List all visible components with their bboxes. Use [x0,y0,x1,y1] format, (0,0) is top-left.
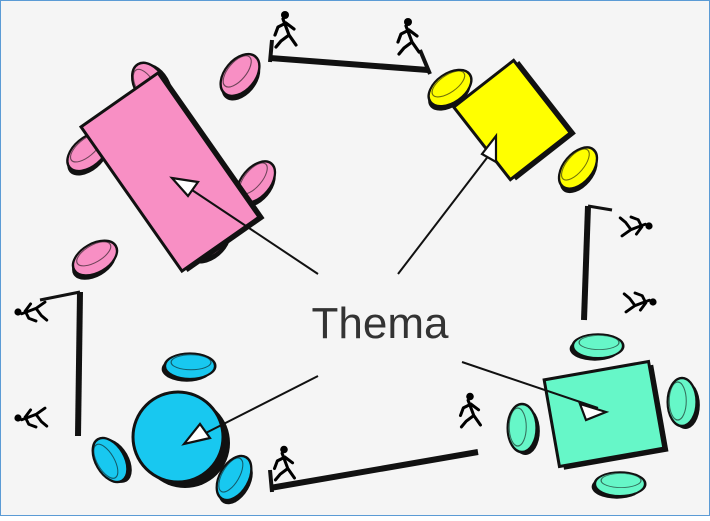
arrowhead-icon [480,132,498,164]
arrowhead-icon [578,402,610,422]
walk-path-top [268,9,432,75]
arrows [169,132,610,446]
pink-table-group [56,45,287,289]
center-label: Thema [312,299,449,348]
arrow-to-pink [179,181,319,275]
arrow-to-cyan [191,375,319,441]
arrow-to-yellow [397,145,497,275]
walk-path-left [12,290,83,437]
yellow-table [451,58,576,182]
arrowhead-icon [181,422,212,446]
arrowhead-icon [169,176,200,198]
pink-table [78,70,265,274]
mint-table-group [506,332,702,501]
yellow-table-group [418,58,609,202]
arrow-to-mint [461,361,599,409]
mint-table [542,359,669,470]
walk-path-bottom [268,391,482,493]
walk-path-right [581,204,659,321]
